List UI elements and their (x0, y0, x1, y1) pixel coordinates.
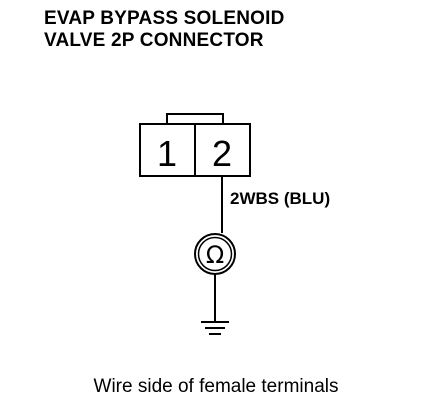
caption: Wire side of female terminals (93, 376, 339, 397)
ohm-symbol: Ω (206, 241, 224, 269)
title-line-1: EVAP BYPASS SOLENOID (44, 8, 285, 29)
ground-icon (201, 321, 229, 335)
wire-label: 2WBS (BLU) (230, 189, 330, 208)
connector-locking-tab (166, 113, 224, 125)
ohmmeter-inner-ring (197, 236, 233, 272)
pin-1-label: 1 (157, 133, 177, 174)
pin-2-label: 2 (212, 133, 232, 174)
title-line-2: VALVE 2P CONNECTOR (44, 30, 264, 51)
ohmmeter-icon: Ω (194, 233, 236, 275)
connector-2p: 1 2 (139, 113, 251, 177)
diagram-title: EVAP BYPASS SOLENOID VALVE 2P CONNECTOR (44, 8, 285, 52)
